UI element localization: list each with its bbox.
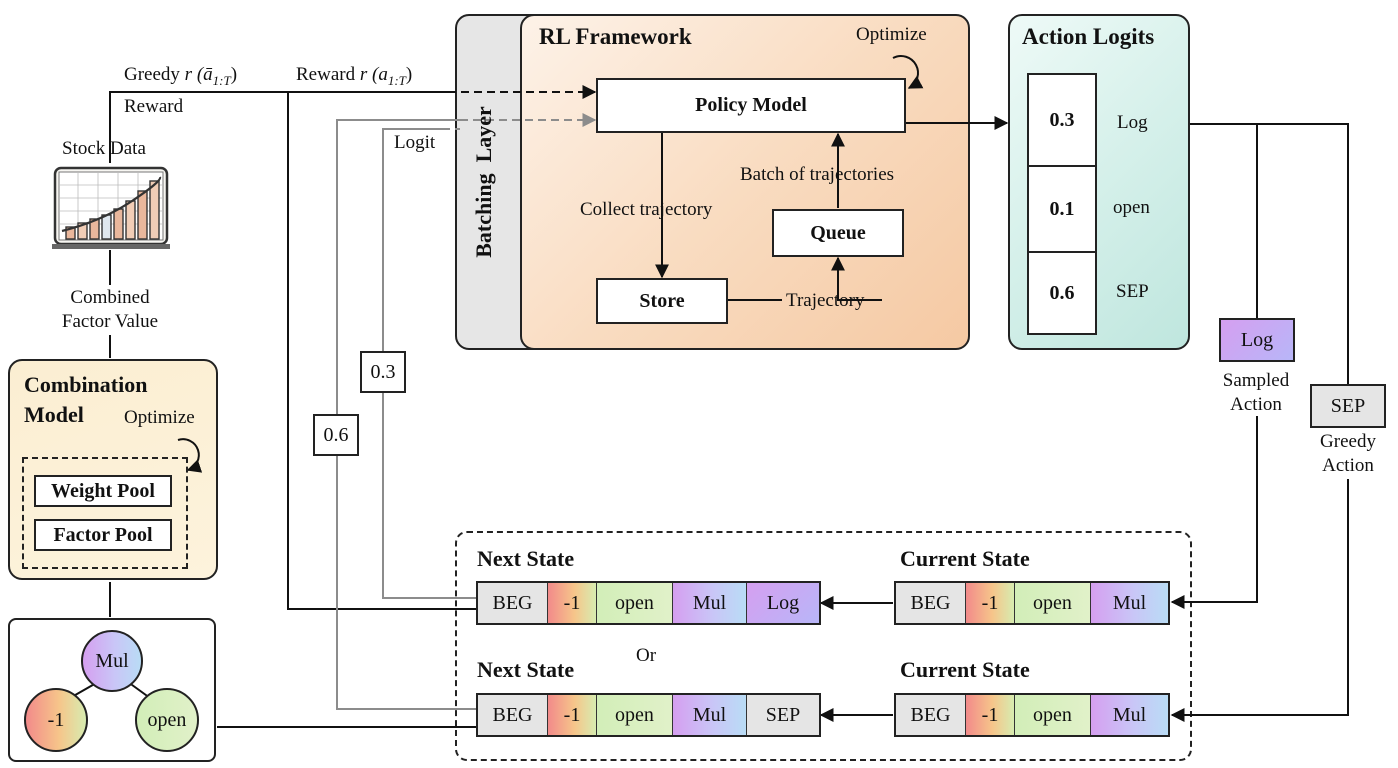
token-neg-one: -1 [966,583,1015,623]
next-state-sequence: BEG -1 open Mul Log [476,581,821,625]
token-beg: BEG [896,583,966,623]
logit-row-value: 0.3 [1029,75,1095,167]
token-open: open [597,695,673,735]
combination-optimize-label: Optimize [124,407,195,428]
token-mul: Mul [1091,583,1168,623]
logit-row-token: Log [1117,112,1148,133]
token-neg-one: -1 [966,695,1015,735]
pools-dashed-box [22,457,188,569]
token-beg: BEG [896,695,966,735]
sampled-action-token: Log [1219,318,1295,362]
trajectory-label: Trajectory [786,290,865,311]
reward-label: Reward r (a1:T) [296,64,413,88]
logit-row-value: 0.1 [1029,167,1095,253]
rl-optimize-label: Optimize [856,24,927,45]
store-box: Store [596,278,728,324]
token-neg-one: -1 [548,695,597,735]
token-open: open [597,583,673,623]
token-mul: Mul [673,695,747,735]
token-beg: BEG [478,695,548,735]
combination-model-title: Combination Model [24,372,148,427]
sampled-action-label: Sampled Action [1222,370,1290,415]
logit-row-token: open [1113,197,1150,218]
factor-pool-box: Factor Pool [34,519,172,551]
token-sep: SEP [747,695,819,735]
tree-node-left: -1 [24,688,88,752]
stock-chart-icon [52,165,170,249]
logit-row-value: 0.6 [1049,281,1075,304]
rl-framework-title: RL Framework [539,24,692,49]
greedy-action-token: SEP [1310,384,1386,428]
batch-of-trajectories-label: Batch of trajectories [740,164,895,185]
current-state-sequence: BEG -1 open Mul [894,693,1170,737]
logits-column: 0.3 0.1 0.6 [1027,73,1097,335]
token-beg: BEG [478,583,548,623]
logit-value-lower: 0.6 [313,414,359,456]
or-label: Or [636,645,657,666]
policy-model-box: Policy Model [596,78,906,133]
action-logits-title: Action Logits [1022,24,1155,49]
token-neg-one: -1 [548,583,597,623]
logit-row-token: SEP [1116,281,1149,302]
next-state-title: Next State [477,657,575,682]
current-state-title: Current State [900,546,1030,571]
token-log: Log [747,583,819,623]
batching-layer-label: Batching Layer [471,106,496,258]
greedy-reward-word: Reward [124,96,184,117]
greedy-action-label: Greedy Action [1320,431,1376,476]
tree-node-right: open [135,688,199,752]
current-state-sequence: BEG -1 open Mul [894,581,1170,625]
token-mul: Mul [1091,695,1168,735]
next-state-sequence: BEG -1 open Mul SEP [476,693,821,737]
tree-node-root: Mul [81,630,143,692]
collect-trajectory-label: Collect trajectory [580,199,713,220]
greedy-reward-label: Greedy r (ā1:T) [124,64,238,88]
queue-box: Queue [772,209,904,257]
logit-value-upper: 0.3 [360,351,406,393]
token-open: open [1015,695,1091,735]
current-state-title: Current State [900,657,1030,682]
token-open: open [1015,583,1091,623]
combined-factor-value-label: Combined Factor Value [61,287,159,332]
logit-label: Logit [394,132,436,153]
next-state-title: Next State [477,546,575,571]
stock-data-label: Stock Data [62,138,146,159]
token-mul: Mul [673,583,747,623]
weight-pool-box: Weight Pool [34,475,172,507]
